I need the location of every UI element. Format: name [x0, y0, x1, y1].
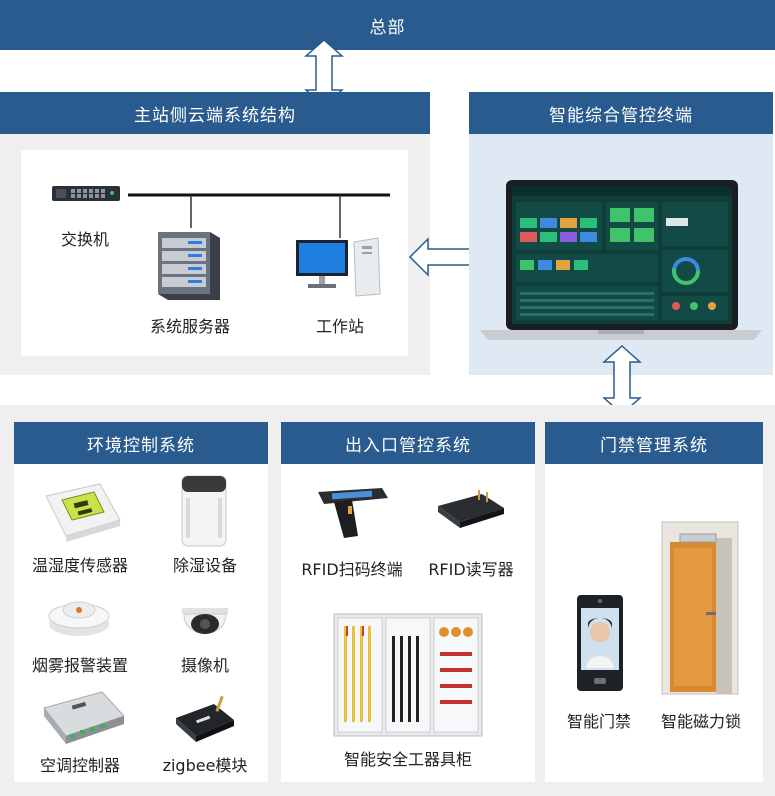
- env-item-label: 除湿设备: [172, 556, 237, 575]
- server-label: 系统服务器: [149, 317, 230, 336]
- rfid-reader-icon: [438, 490, 504, 528]
- ac-controller-icon: [43, 691, 125, 744]
- terminal-title: 智能综合管控终端: [549, 105, 693, 126]
- entry-header: 出入口管控系统: [281, 422, 535, 464]
- server-icon: [158, 232, 220, 300]
- switch-icon: [52, 186, 120, 201]
- door-item-label: 智能磁力锁: [660, 712, 741, 731]
- env-item-label: 温湿度传感器: [31, 556, 128, 575]
- door-item-label: 智能门禁: [566, 712, 631, 731]
- workstation-icon: [296, 237, 381, 297]
- thermo-hygrometer-icon: [45, 483, 121, 542]
- network-bus: [128, 193, 390, 238]
- cloud-header: 主站侧云端系统结构: [0, 92, 430, 134]
- workstation-label: 工作站: [315, 317, 364, 336]
- rfid-scanner-icon: [318, 488, 388, 538]
- magnetic-lock-door-icon: [661, 521, 739, 695]
- terminal-header: 智能综合管控终端: [469, 92, 773, 134]
- door-title: 门禁管理系统: [600, 435, 708, 456]
- entry-item-label: 智能安全工器具柜: [343, 750, 472, 769]
- dehumidifier-icon: [181, 475, 227, 547]
- cloud-title: 主站侧云端系统结构: [134, 105, 296, 126]
- hq-header: 总部: [0, 0, 775, 50]
- laptop-dashboard-icon: [480, 180, 762, 340]
- camera-icon: [182, 608, 228, 634]
- smoke-detector-icon: [48, 601, 110, 636]
- face-access-terminal-icon: [577, 595, 623, 691]
- env-item-label: zigbee模块: [162, 756, 248, 775]
- env-item-label: 空调控制器: [39, 756, 120, 775]
- entry-item-label: RFID扫码终端: [301, 560, 403, 579]
- env-item-label: 摄像机: [180, 656, 229, 675]
- zigbee-module-icon: [176, 695, 234, 742]
- door-header: 门禁管理系统: [545, 422, 763, 464]
- switch-label: 交换机: [60, 230, 109, 249]
- entry-title: 出入口管控系统: [345, 435, 471, 456]
- entry-item-label: RFID读写器: [428, 560, 514, 579]
- env-header: 环境控制系统: [14, 422, 268, 464]
- safety-tool-cabinet-icon: [333, 613, 483, 737]
- env-item-label: 烟雾报警装置: [31, 656, 128, 675]
- hq-title: 总部: [369, 17, 406, 38]
- env-title: 环境控制系统: [87, 435, 195, 456]
